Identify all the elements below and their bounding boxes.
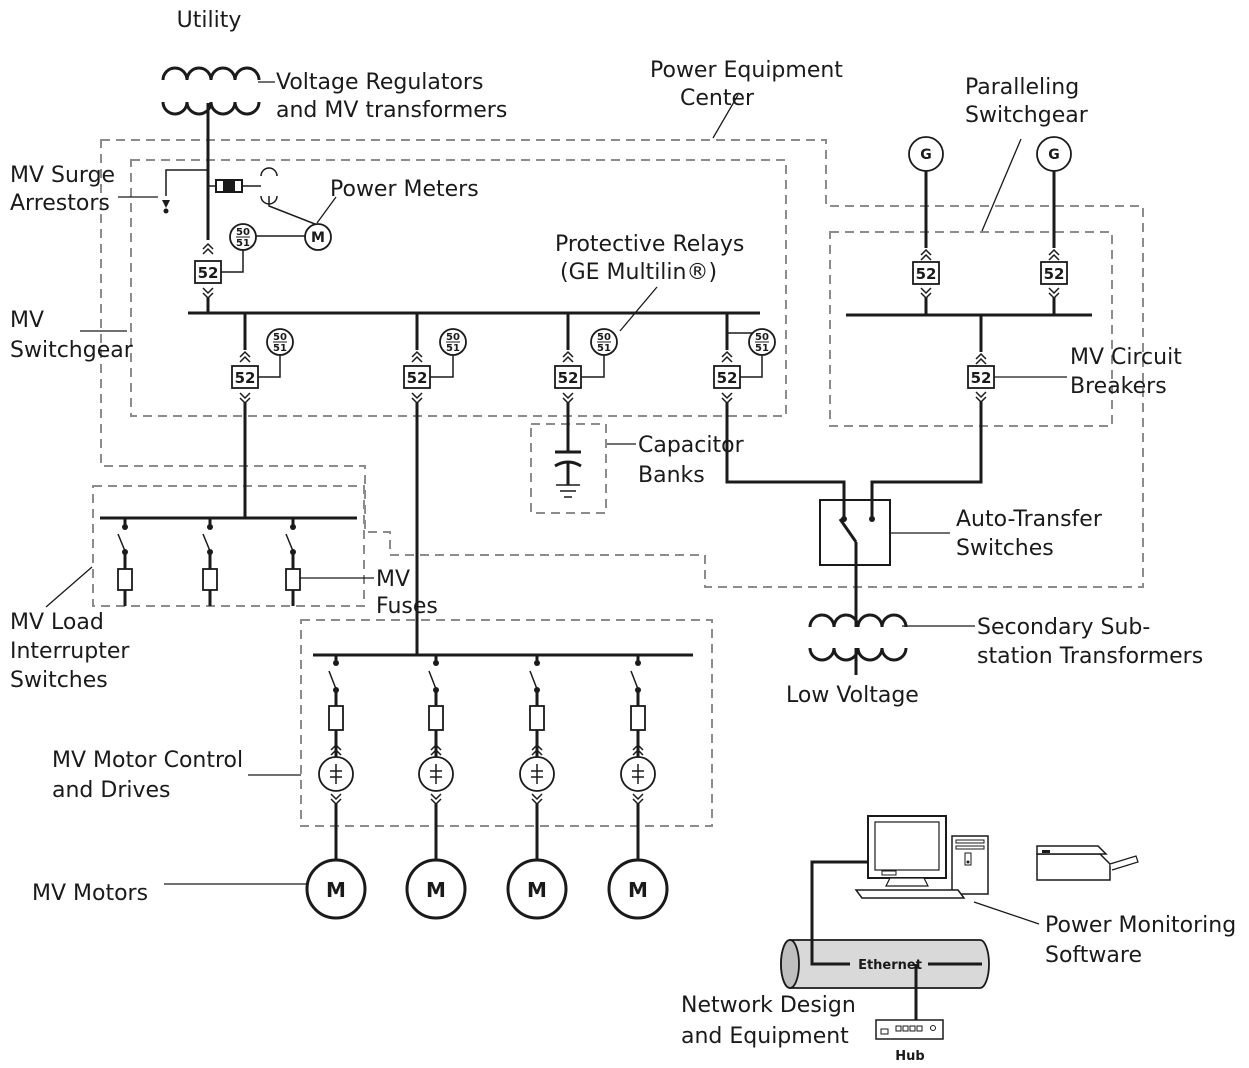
label-mv-circuit-breakers-1: MV Circuit <box>1070 345 1182 370</box>
svg-text:50: 50 <box>273 332 287 343</box>
main-breaker-52: 52 <box>194 260 222 284</box>
load-interrupter-switches <box>117 518 301 606</box>
label-mv-motor-control-1: MV Motor Control <box>52 748 243 773</box>
svg-text:51: 51 <box>446 343 460 354</box>
svg-text:52: 52 <box>717 369 738 387</box>
label-mv-circuit-breakers-2: Breakers <box>1070 374 1167 399</box>
svg-text:51: 51 <box>597 343 611 354</box>
svg-text:52: 52 <box>407 369 428 387</box>
svg-text:52: 52 <box>971 369 992 387</box>
label-voltage-regulators-2: and MV transformers <box>276 98 507 123</box>
computer-workstation <box>854 815 1139 899</box>
svg-text:M: M <box>311 230 325 246</box>
generator-breakers: 52 52 <box>912 171 1068 315</box>
svg-text:50: 50 <box>446 332 460 343</box>
paralleling-switchgear-boundary <box>829 231 1113 427</box>
utility-transformer-symbol <box>161 66 261 116</box>
power-meter: M <box>304 223 332 251</box>
label-voltage-regulators-1: Voltage Regulators <box>276 70 483 95</box>
label-capacitor-banks-2: Banks <box>638 463 705 488</box>
label-mv-load-interrupter-3: Switches <box>10 668 108 693</box>
feeder-1: 52 50 51 <box>231 313 294 518</box>
svg-text:50: 50 <box>755 332 769 343</box>
motor-branch-2 <box>418 655 454 861</box>
svg-text:M: M <box>628 878 648 902</box>
label-power-equipment-center-2: Center <box>680 86 755 111</box>
svg-text:52: 52 <box>916 265 937 283</box>
svg-text:52: 52 <box>558 369 579 387</box>
mv-motor-4: M <box>607 858 669 920</box>
label-network-design-2: and Equipment <box>681 1024 849 1049</box>
ethernet-cable: Ethernet <box>780 860 990 1020</box>
auto-transfer-switch <box>819 482 891 627</box>
paralleling-feeder-breaker: 52 <box>870 315 995 517</box>
label-protective-relays-2: (GE Multilin®) <box>560 260 717 285</box>
feeder-2: 52 50 51 <box>403 313 467 655</box>
motor-branch-4 <box>620 655 656 861</box>
label-mv-load-interrupter-1: MV Load <box>10 610 104 635</box>
label-mv-load-interrupter-2: Interrupter <box>10 639 130 664</box>
svg-text:M: M <box>527 878 547 902</box>
label-utility: Utility <box>177 8 242 33</box>
surge-arrester-symbol <box>162 169 208 214</box>
feeder-3-capacitor: 52 50 51 <box>554 313 618 498</box>
svg-text:51: 51 <box>755 343 769 354</box>
label-paralleling-switchgear-1: Paralleling <box>965 75 1079 100</box>
label-secondary-substation-1: Secondary Sub- <box>977 615 1150 640</box>
motor-branch-3 <box>519 655 555 861</box>
mv-switchgear-boundary <box>130 159 787 417</box>
label-low-voltage: Low Voltage <box>786 683 919 708</box>
main-relay-50-51: 50 51 <box>229 223 257 251</box>
label-mv-fuses-1: MV <box>376 567 410 592</box>
label-mv-surge-2: Arrestors <box>10 191 110 216</box>
motor-branch-1 <box>318 655 354 861</box>
label-mv-fuses-2: Fuses <box>376 594 438 619</box>
svg-text:G: G <box>920 147 932 163</box>
mv-motor-2: M <box>405 858 467 920</box>
label-power-monitoring-1: Power Monitoring <box>1045 913 1236 938</box>
label-power-monitoring-2: Software <box>1045 943 1142 968</box>
label-protective-relays-1: Protective Relays <box>555 232 744 257</box>
label-mv-switchgear-2: Switchgear <box>10 338 134 363</box>
label-capacitor-banks-1: Capacitor <box>638 433 745 458</box>
generator-1: G <box>908 136 944 172</box>
load-interrupter-boundary <box>92 485 365 607</box>
network-hub: Hub <box>875 1019 944 1064</box>
svg-text:52: 52 <box>235 369 256 387</box>
svg-text:Ethernet: Ethernet <box>858 958 922 973</box>
svg-text:50: 50 <box>597 332 611 343</box>
label-power-equipment-center-1: Power Equipment <box>650 58 843 83</box>
secondary-transformer-symbol <box>808 613 908 675</box>
generator-2: G <box>1036 136 1072 172</box>
svg-text:M: M <box>326 878 346 902</box>
label-mv-switchgear-1: MV <box>10 308 44 333</box>
svg-text:G: G <box>1048 147 1060 163</box>
label-mv-surge-1: MV Surge <box>10 163 115 188</box>
label-paralleling-switchgear-2: Switchgear <box>965 103 1089 128</box>
label-mv-motors: MV Motors <box>32 881 148 906</box>
labels: Utility Voltage Regulators and MV transf… <box>10 8 1236 1049</box>
label-auto-transfer-1: Auto-Transfer <box>956 507 1103 532</box>
label-network-design-1: Network Design <box>681 993 856 1018</box>
svg-text:52: 52 <box>198 264 219 282</box>
mv-motor-3: M <box>506 858 568 920</box>
svg-text:M: M <box>426 878 446 902</box>
svg-text:51: 51 <box>273 343 287 354</box>
label-power-meters: Power Meters <box>330 177 479 202</box>
label-mv-motor-control-2: and Drives <box>52 778 171 803</box>
label-auto-transfer-2: Switches <box>956 536 1054 561</box>
motor-control-boundary <box>300 619 713 827</box>
svg-text:50: 50 <box>236 227 250 238</box>
feeder-4: 52 50 51 <box>713 313 846 517</box>
svg-text:51: 51 <box>236 238 250 249</box>
metering-transformer-symbol <box>208 167 322 227</box>
leader-lines <box>45 81 1067 925</box>
svg-text:Hub: Hub <box>895 1049 924 1064</box>
mv-motor-1: M <box>305 858 367 920</box>
label-secondary-substation-2: station Transformers <box>977 644 1203 669</box>
power-equipment-center-boundary <box>100 139 1144 588</box>
svg-text:52: 52 <box>1044 265 1065 283</box>
